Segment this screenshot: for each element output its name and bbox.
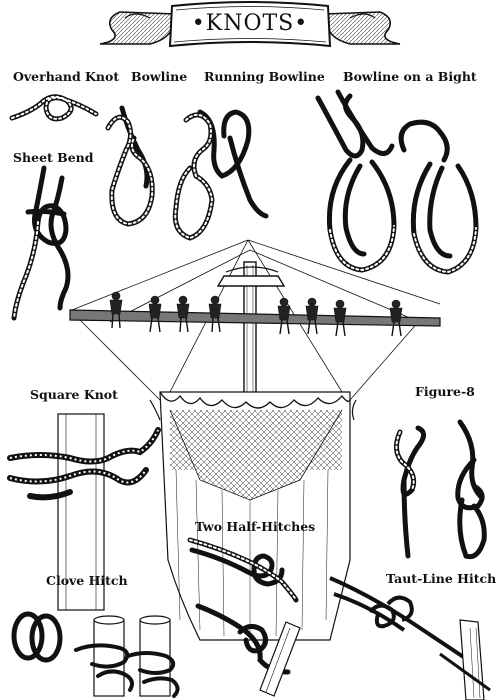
- label-sheet-bend: Sheet Bend: [13, 150, 94, 165]
- sheet-bend-drawing: [11, 165, 71, 321]
- running-bowline-drawing: [172, 109, 269, 241]
- label-clove-hitch: Clove Hitch: [46, 573, 128, 588]
- overhand-knot-drawing: [9, 94, 99, 122]
- bowline-drawing: [105, 105, 155, 227]
- label-overhand-knot: Overhand Knot: [13, 69, 120, 84]
- square-knot-drawing: [7, 413, 161, 611]
- title-banner: [99, 1, 401, 48]
- label-running-bowline: Running Bowline: [204, 69, 325, 84]
- label-two-half-hitches: Two Half-Hitches: [195, 519, 316, 534]
- label-taut-line-hitch: Taut-Line Hitch: [386, 571, 497, 586]
- page-title: •KNOTS•: [191, 11, 309, 36]
- bowline-on-a-bight-drawing: [315, 89, 479, 275]
- figure-8-drawing: [394, 419, 487, 560]
- label-figure-8: Figure-8: [415, 384, 475, 399]
- sailors: [109, 291, 403, 337]
- taut-line-hitch-drawing: [329, 576, 491, 700]
- label-bowline: Bowline: [131, 69, 188, 84]
- spar-for-hitch: [259, 621, 301, 697]
- ship-mast-scene: [69, 239, 441, 641]
- label-square-knot: Square Knot: [30, 387, 118, 402]
- clove-hitch-drawing: [11, 611, 180, 698]
- label-bowline-on-a-bight: Bowline on a Bight: [343, 69, 477, 84]
